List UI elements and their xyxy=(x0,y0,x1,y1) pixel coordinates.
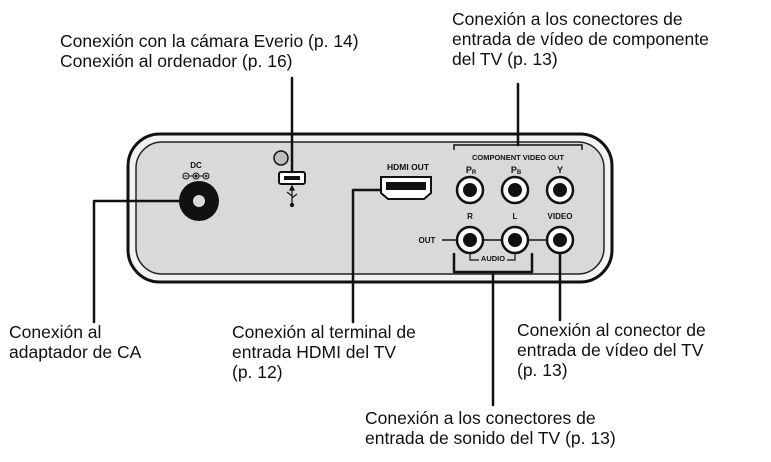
audio-callout: Conexión a los conectores de entrada de … xyxy=(365,408,616,448)
hdmi-leader-line xyxy=(351,188,383,324)
r-label: R xyxy=(467,212,473,221)
video-callout-line1: Conexión al conector de xyxy=(517,320,706,340)
hdmi-callout-line2: entrada HDMI del TV xyxy=(232,342,397,362)
ac-leader-line xyxy=(92,199,181,324)
dc-jack-pin xyxy=(193,195,205,207)
y-label: Y xyxy=(557,165,563,175)
everio-callout: Conexión con la cámara Everio (p. 14) Co… xyxy=(60,31,359,71)
dc-polarity-icon xyxy=(182,172,210,180)
video-label: VIDEO xyxy=(548,212,573,221)
y-jack[interactable] xyxy=(545,175,575,205)
hdmi-label: HDMI OUT xyxy=(387,162,430,172)
ac-callout: Conexión al adaptador de CA xyxy=(9,322,141,362)
hdmi-callout-line3: (p. 12) xyxy=(232,362,283,382)
component-callout-line1: Conexión a los conectores de xyxy=(452,9,683,29)
audio-callout-line1: Conexión a los conectores de xyxy=(365,408,596,428)
component-callout: Conexión a los conectores de entrada de … xyxy=(452,9,709,69)
r-jack[interactable] xyxy=(455,225,485,255)
audio-label: AUDIO xyxy=(481,254,505,263)
hdmi-callout: Conexión al terminal de entrada HDMI del… xyxy=(232,322,416,382)
audio-callout-line2: entrada de sonido del TV (p. 13) xyxy=(365,428,616,448)
video-jack[interactable] xyxy=(545,225,575,255)
hdmi-port-slot xyxy=(386,182,426,190)
dc-label: DC xyxy=(190,161,202,170)
pr-jack[interactable] xyxy=(455,175,485,205)
l-label: L xyxy=(513,212,518,221)
everio-callout-line2: Conexión al ordenador (p. 16) xyxy=(60,51,293,71)
hdmi-callout-line1: Conexión al terminal de xyxy=(232,322,416,342)
usb-port-pins xyxy=(284,176,300,180)
out-label: OUT xyxy=(419,236,436,245)
l-jack[interactable] xyxy=(500,225,530,255)
everio-callout-line1: Conexión con la cámara Everio (p. 14) xyxy=(60,31,359,51)
video-callout: Conexión al conector de entrada de vídeo… xyxy=(517,320,706,380)
component-callout-line3: del TV (p. 13) xyxy=(452,49,558,69)
indicator-hole xyxy=(273,150,289,166)
video-callout-line3: (p. 13) xyxy=(517,360,568,380)
pb-label: PB xyxy=(511,165,522,176)
ac-callout-line1: Conexión al xyxy=(9,322,102,342)
ac-callout-line2: adaptador de CA xyxy=(9,342,142,362)
component-callout-line2: entrada de vídeo de componente xyxy=(452,29,709,49)
usb-icon xyxy=(286,184,298,208)
panel-face xyxy=(135,141,605,275)
pb-jack[interactable] xyxy=(500,175,530,205)
component-label: COMPONENT VIDEO OUT xyxy=(472,153,565,162)
pr-label: PR xyxy=(466,165,477,176)
audio-label-bg xyxy=(479,252,507,263)
video-callout-line2: entrada de vídeo del TV xyxy=(517,340,704,360)
